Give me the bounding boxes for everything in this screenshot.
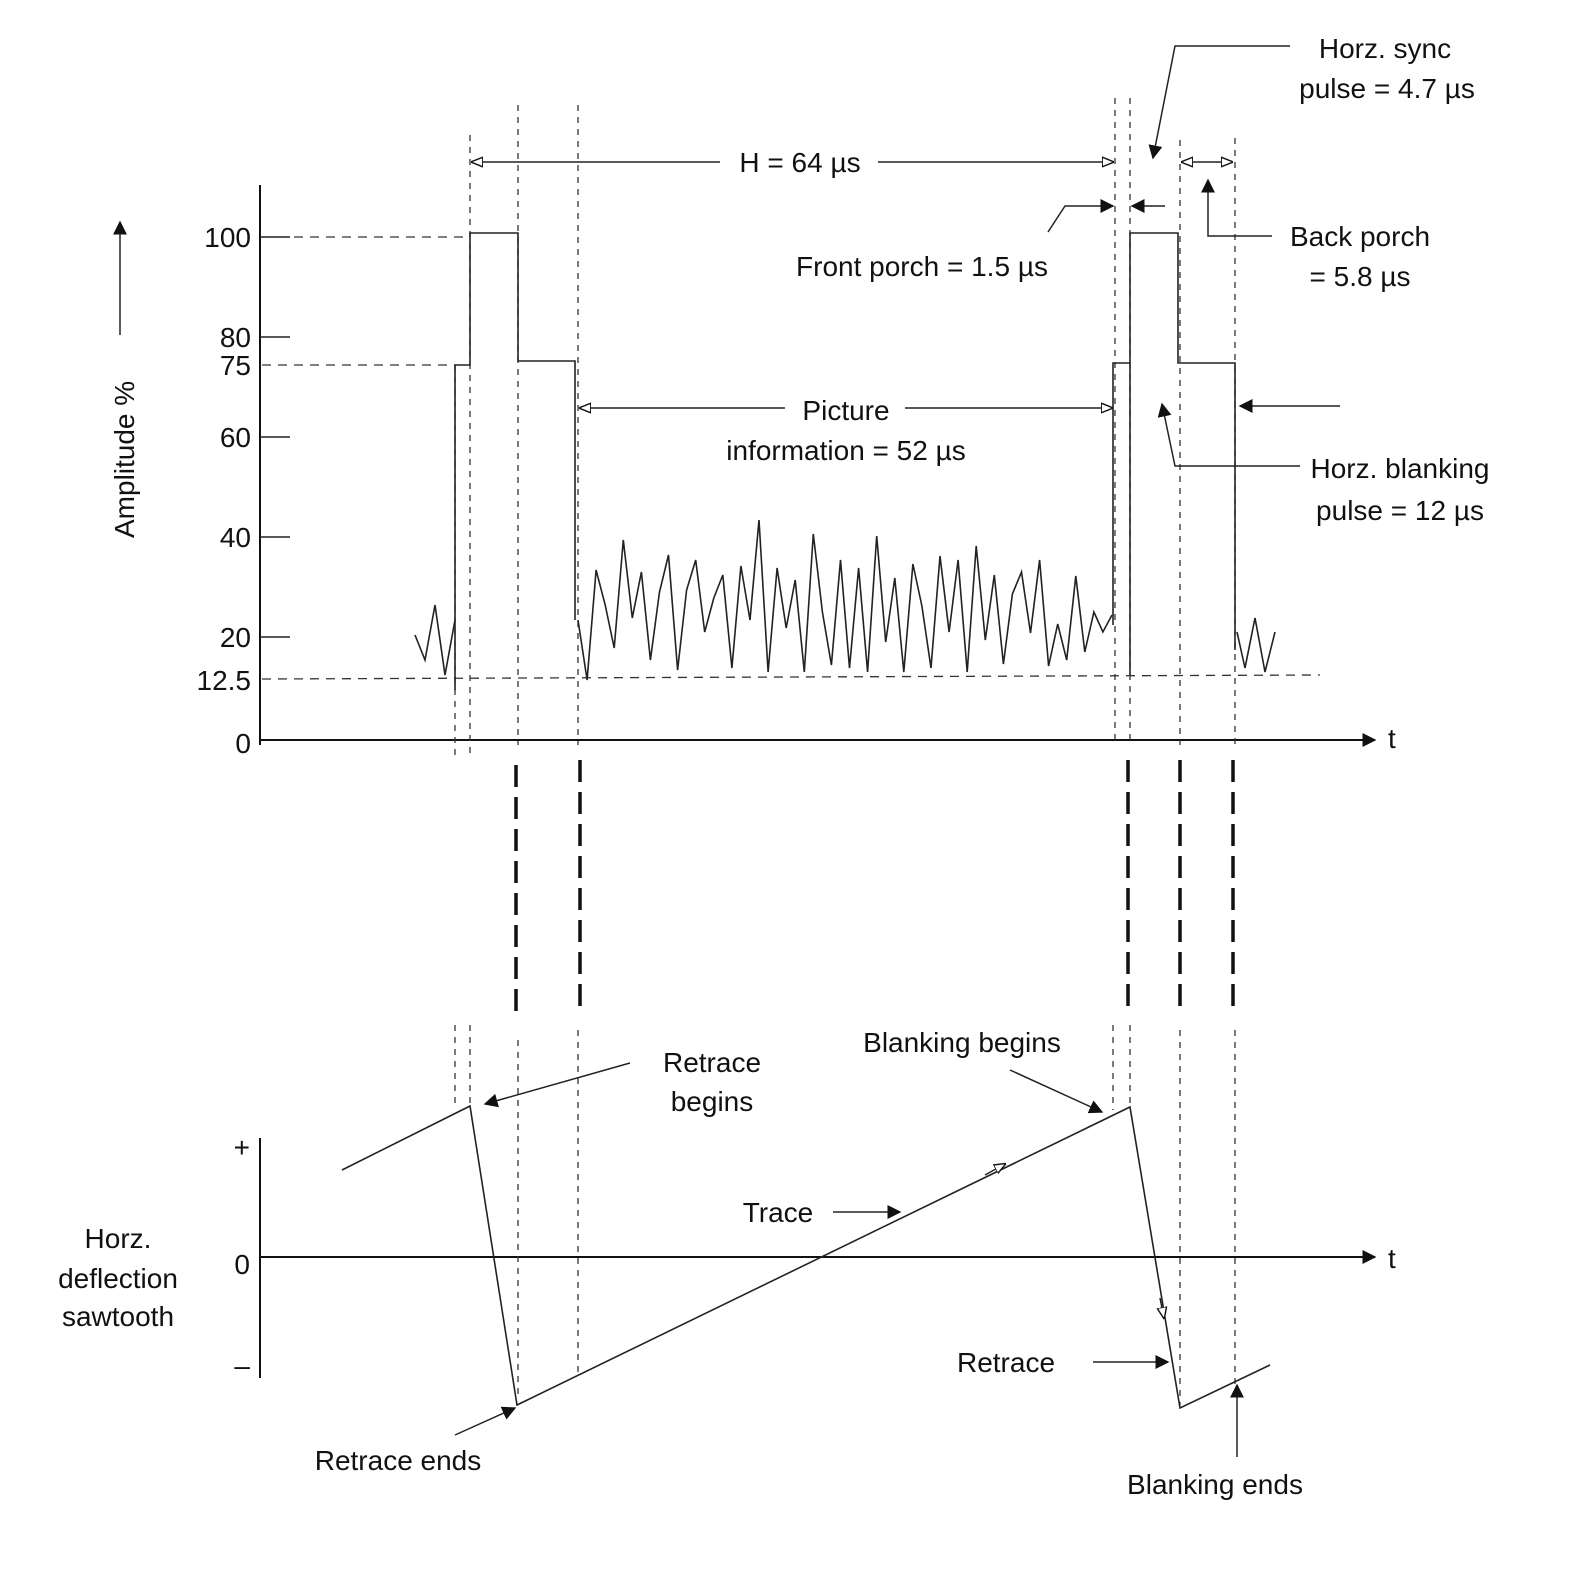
trace-label: Trace <box>743 1197 814 1228</box>
retrace-begins-label-line1: Retrace <box>663 1047 761 1078</box>
tick-plus: + <box>234 1132 250 1163</box>
sawtooth-label-line2: deflection <box>58 1263 178 1294</box>
back-porch-pointer <box>1201 178 1272 237</box>
retrace-ends-pointer <box>454 1406 517 1436</box>
blanking-pulse-pointer <box>1157 402 1300 467</box>
retrace-direction-arrow <box>1160 1297 1164 1318</box>
tick-40: 40 <box>220 522 251 553</box>
picture-label-line2: information = 52 µs <box>726 435 965 466</box>
back-porch-label-line1: Back porch <box>1290 221 1430 252</box>
right-residual-signal <box>1236 617 1276 673</box>
front-porch-label: Front porch = 1.5 µs <box>796 251 1048 282</box>
tick-100: 100 <box>204 222 251 253</box>
left-residual-signal <box>414 604 456 676</box>
blanking-begins-pointer <box>1009 1069 1104 1114</box>
level-12-5-dashed <box>261 674 1321 680</box>
tick-80: 80 <box>220 322 251 353</box>
sync-pulse-label-line2: pulse = 4.7 µs <box>1299 73 1475 104</box>
connector-heavy-dashes <box>514 760 1235 1020</box>
tick-minus: – <box>234 1350 250 1381</box>
amplitude-ticks <box>260 236 290 638</box>
tick-zero: 0 <box>234 1249 250 1280</box>
tick-75: 75 <box>220 350 251 381</box>
right-blanking-pulse <box>1112 232 1236 675</box>
sawtooth-waveform <box>341 1104 1271 1410</box>
back-porch-label-line2: = 5.8 µs <box>1310 261 1411 292</box>
sawtooth-label-line3: sawtooth <box>62 1301 174 1332</box>
period-label: H = 64 µs <box>739 147 860 178</box>
amplitude-axis-label: Amplitude % <box>109 381 140 538</box>
bottom-time-label: t <box>1388 1243 1396 1274</box>
retrace-ends-label: Retrace ends <box>315 1445 482 1476</box>
tick-60: 60 <box>220 422 251 453</box>
tick-0: 0 <box>235 728 251 759</box>
retrace-label: Retrace <box>957 1347 1055 1378</box>
retrace-begins-label-line2: begins <box>671 1086 754 1117</box>
sync-pulse-pointer <box>1148 45 1290 160</box>
sawtooth-label-line1: Horz. <box>85 1223 152 1254</box>
blanking-label-line1: Horz. blanking <box>1311 453 1490 484</box>
tick-20: 20 <box>220 622 251 653</box>
bottom-vertical-guides <box>454 1025 1236 1405</box>
retrace-begins-pointer <box>483 1062 631 1108</box>
picture-label-line1: Picture <box>802 395 889 426</box>
tick-12-5: 12.5 <box>197 665 252 696</box>
left-blanking-pulse <box>454 232 576 690</box>
blanking-label-line2: pulse = 12 µs <box>1316 495 1484 526</box>
blanking-begins-label: Blanking begins <box>863 1027 1061 1058</box>
front-porch-pointer <box>1047 199 1115 233</box>
picture-signal-trace <box>577 519 1113 681</box>
blanking-ends-label: Blanking ends <box>1127 1469 1303 1500</box>
sync-pulse-label-line1: Horz. sync <box>1319 33 1451 64</box>
top-vertical-guides <box>454 98 1236 760</box>
top-time-label: t <box>1388 723 1396 754</box>
trace-direction-arrow <box>984 1164 1005 1176</box>
